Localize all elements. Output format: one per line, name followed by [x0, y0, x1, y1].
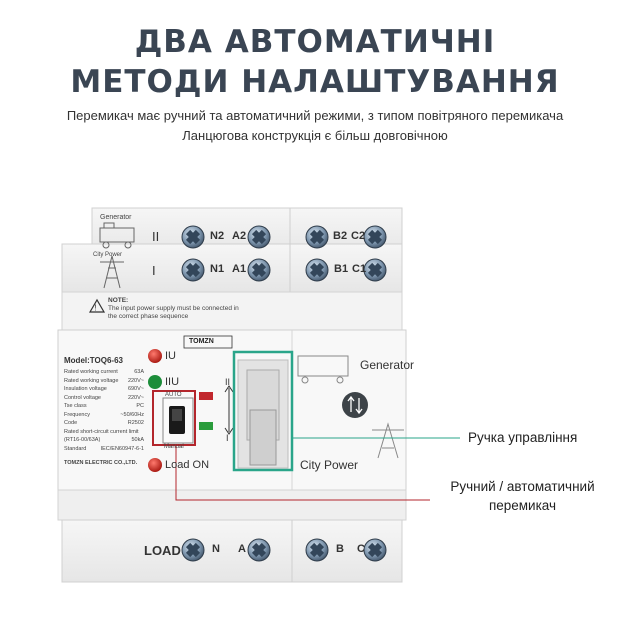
spec-value: ~50/60Hz: [120, 411, 144, 418]
spec-key: (RT16-00/63A): [64, 437, 101, 443]
terminal-b2: B2: [333, 230, 348, 242]
load-terminal-c: C: [357, 543, 365, 555]
note-text-2: the correct phase sequence: [108, 313, 189, 320]
city-power-label: City Power: [300, 458, 359, 472]
spec-value: 220V~: [127, 377, 144, 384]
spec-row: Rated short-circuit current limit: [64, 428, 144, 437]
load-terminal-b: B: [336, 543, 344, 555]
load-terminal-a: A: [238, 543, 246, 555]
annotation-switch-line-1: Ручний / автоматичний: [450, 479, 595, 494]
subtitle-line-2: Ланцюгова конструкція є більш довговічно…: [182, 128, 448, 143]
manual-label: Manual: [164, 444, 184, 450]
spec-value: R2502: [127, 420, 144, 426]
spec-row: Rated working voltage 220V~: [64, 377, 144, 386]
spec-key: Rated working voltage: [64, 377, 119, 384]
spec-row: Tse class PC: [64, 402, 144, 411]
roman-i: I: [152, 263, 156, 278]
spec-key: Standard: [64, 445, 87, 452]
heading-line-1: ДВА АВТОМАТИЧНІ: [134, 24, 496, 60]
subtitle-line-1: Перемикач має ручний та автоматичний реж…: [66, 108, 564, 123]
spec-key: Rated short-circuit current limit: [64, 428, 139, 435]
terminal-a1: A1: [232, 263, 247, 275]
spec-key: Rated working current: [64, 369, 118, 375]
spec-row: Code R2502: [64, 419, 144, 428]
spec-key: Tse class: [64, 403, 87, 409]
spec-value: 63A: [134, 369, 144, 375]
spec-value: 690V~: [127, 386, 144, 392]
indicator-iu-label: IU: [165, 350, 176, 362]
load-terminal-n: N: [212, 543, 220, 555]
annotation-switch-line-2: перемикач: [488, 498, 557, 513]
spec-key: Code: [64, 420, 78, 426]
spec-value: IEC/EN60947-6-1: [100, 445, 144, 452]
auto-label: AUTO: [165, 392, 182, 398]
spec-row: Control voltage 220V~: [64, 394, 144, 403]
roman-ii: II: [152, 229, 160, 244]
load-on-label: Load ON: [165, 459, 210, 471]
spec-key: Frequency: [64, 411, 90, 418]
manufacturer: TOMZN ELECTRIC CO.,LTD.: [64, 460, 138, 466]
svg-text:!: !: [94, 304, 96, 313]
note-title: NOTE:: [108, 297, 129, 304]
spec-row: Rated working current 63A: [64, 368, 144, 377]
spec-value: 220V~: [127, 394, 144, 401]
terminal-n1: N1: [210, 263, 225, 275]
terminal-c2: C2: [351, 230, 366, 242]
spec-row: (RT16-00/63A) 50kA: [64, 436, 144, 445]
annotation-handle: Ручка управління: [468, 430, 578, 445]
spec-table: Rated working current 63A Rated working vo…: [64, 368, 144, 453]
generator-label: Generator: [360, 358, 415, 372]
spec-key: Insulation voltage: [64, 386, 107, 392]
note-text-1: The input power supply must be connected…: [108, 305, 239, 312]
spec-row: Frequency ~50/60Hz: [64, 411, 144, 420]
terminal-c1: C1: [352, 263, 367, 275]
heading-line-2: МЕТОДИ НАЛАШТУВАННЯ: [70, 64, 560, 100]
spec-value: 50kA: [131, 437, 144, 443]
terminal-n2: N2: [210, 230, 225, 242]
generator-small-label: Generator: [100, 214, 132, 221]
spec-value: PC: [136, 403, 144, 409]
load-label: LOAD: [144, 543, 181, 558]
indicator-iiu-label: IIU: [165, 376, 180, 388]
terminal-b1: B1: [334, 263, 349, 275]
switch-position-ii: II: [225, 377, 231, 387]
city-small-label: City Power: [93, 252, 123, 258]
model-label: Model:TOQ6-63: [64, 356, 123, 365]
brand-logo: TOMZN: [189, 338, 214, 345]
spec-row: Insulation voltage 690V~: [64, 385, 144, 394]
switch-position-i: I: [226, 433, 229, 443]
terminal-a2: A2: [232, 230, 247, 242]
spec-row: Standard IEC/EN60947-6-1: [64, 445, 144, 454]
spec-key: Control voltage: [64, 394, 101, 401]
